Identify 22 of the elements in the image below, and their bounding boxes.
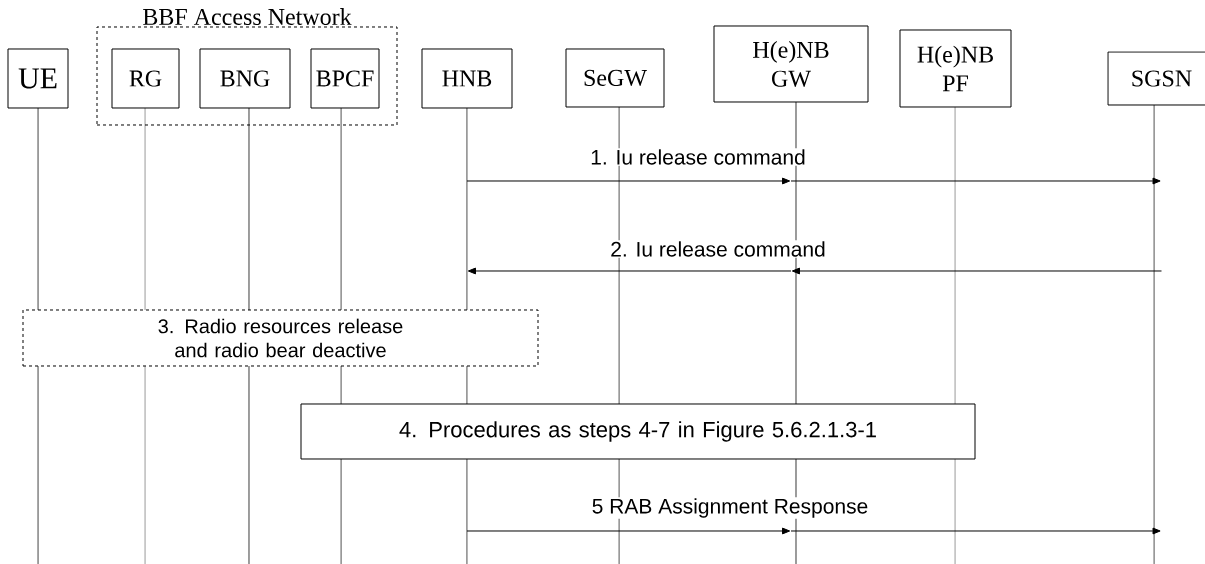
edge-label: 5 RAB Assignment Response [590,497,870,519]
edge-label: 2. Iu release command [609,240,827,258]
participant-box: BNG [199,48,291,109]
participant-box: H(e)NB GW [713,25,869,103]
participant-box: SeGW [565,48,665,108]
lifeline [1153,104,1155,564]
message-arrow [467,267,792,275]
message-arrow [466,177,791,185]
edge-label: 1. Iu release command [589,148,807,166]
message-arrow [791,267,1162,275]
participant-box: UE [7,48,69,109]
participant-box: BPCF [310,48,380,109]
participant-box: RG [111,48,180,109]
node-label: BBF Access Network [143,8,352,25]
message-arrow [790,177,1161,185]
participant-box: HNB [421,48,513,109]
participant-box: H(e)NB PF [899,29,1012,108]
participant-box: SGSN [1107,51,1205,106]
step-box: 4. Procedures as steps 4-7 in Figure 5.6.2.1.3-1 [300,403,976,460]
step-box: 3. Radio resources release and radio bear deactive [22,309,539,367]
message-arrow [466,527,791,535]
message-arrow [790,527,1161,535]
